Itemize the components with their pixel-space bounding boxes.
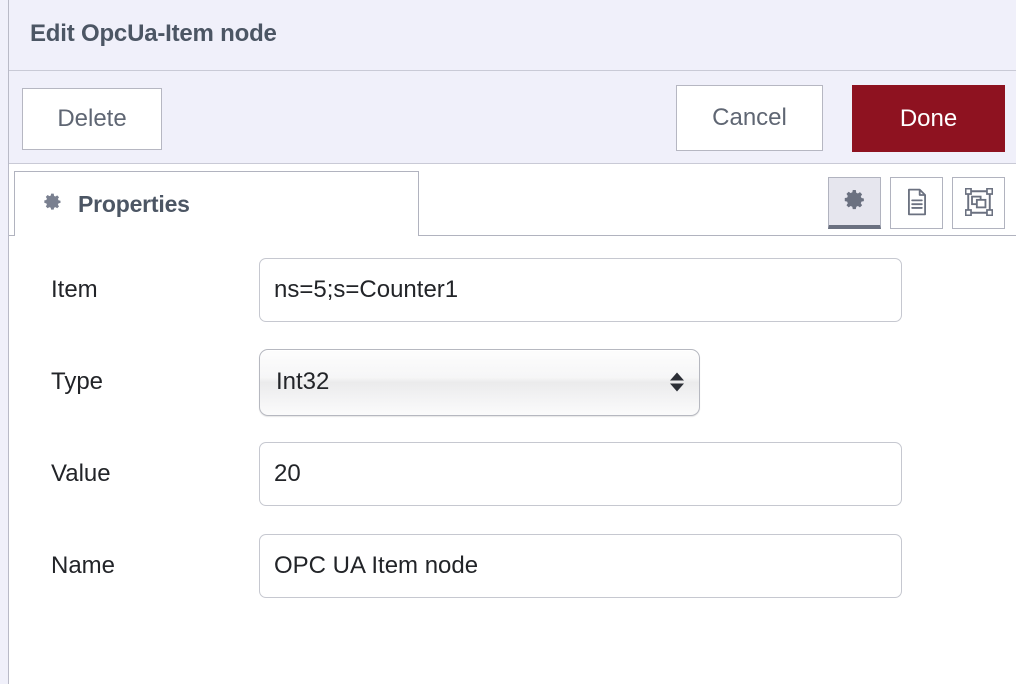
name-label: Name (51, 552, 116, 579)
view-mode-buttons (828, 177, 1005, 229)
item-label: Item (51, 276, 98, 303)
dialog-header: Edit OpcUa-Item node (9, 0, 1016, 71)
form-row-value: Value (10, 442, 1016, 506)
tab-bar: Properties (9, 164, 1016, 236)
description-view-button[interactable] (890, 177, 943, 229)
dialog-title: Edit OpcUa-Item node (30, 20, 277, 47)
type-select-wrapper: Int32 (259, 348, 700, 416)
tab-properties-label: Properties (78, 190, 190, 217)
document-icon (904, 188, 930, 219)
type-label: Type (51, 368, 104, 395)
done-button[interactable]: Done (852, 85, 1005, 152)
value-label: Value (51, 460, 111, 487)
delete-button[interactable]: Delete (22, 88, 162, 150)
appearance-view-button[interactable] (952, 177, 1005, 229)
properties-form: Item Type Int32 Value Name (10, 237, 1016, 684)
gear-icon (842, 187, 868, 216)
cancel-button[interactable]: Cancel (676, 85, 823, 151)
item-input[interactable] (259, 258, 902, 322)
value-input[interactable] (259, 442, 902, 506)
stepper-arrows-icon (670, 372, 684, 392)
form-row-item: Item (10, 258, 1016, 322)
tab-properties[interactable]: Properties (14, 171, 419, 236)
dialog-left-edge-lower (0, 236, 9, 684)
form-row-name: Name (10, 534, 1016, 598)
type-select[interactable]: Int32 (259, 348, 700, 416)
name-input[interactable] (259, 534, 902, 598)
dialog-toolbar: Delete Cancel Done (9, 71, 1016, 164)
properties-view-button[interactable] (828, 177, 881, 229)
type-select-value: Int32 (276, 368, 330, 395)
form-row-type: Type Int32 (10, 348, 1016, 416)
gear-icon (42, 191, 64, 218)
appearance-icon (964, 187, 993, 219)
